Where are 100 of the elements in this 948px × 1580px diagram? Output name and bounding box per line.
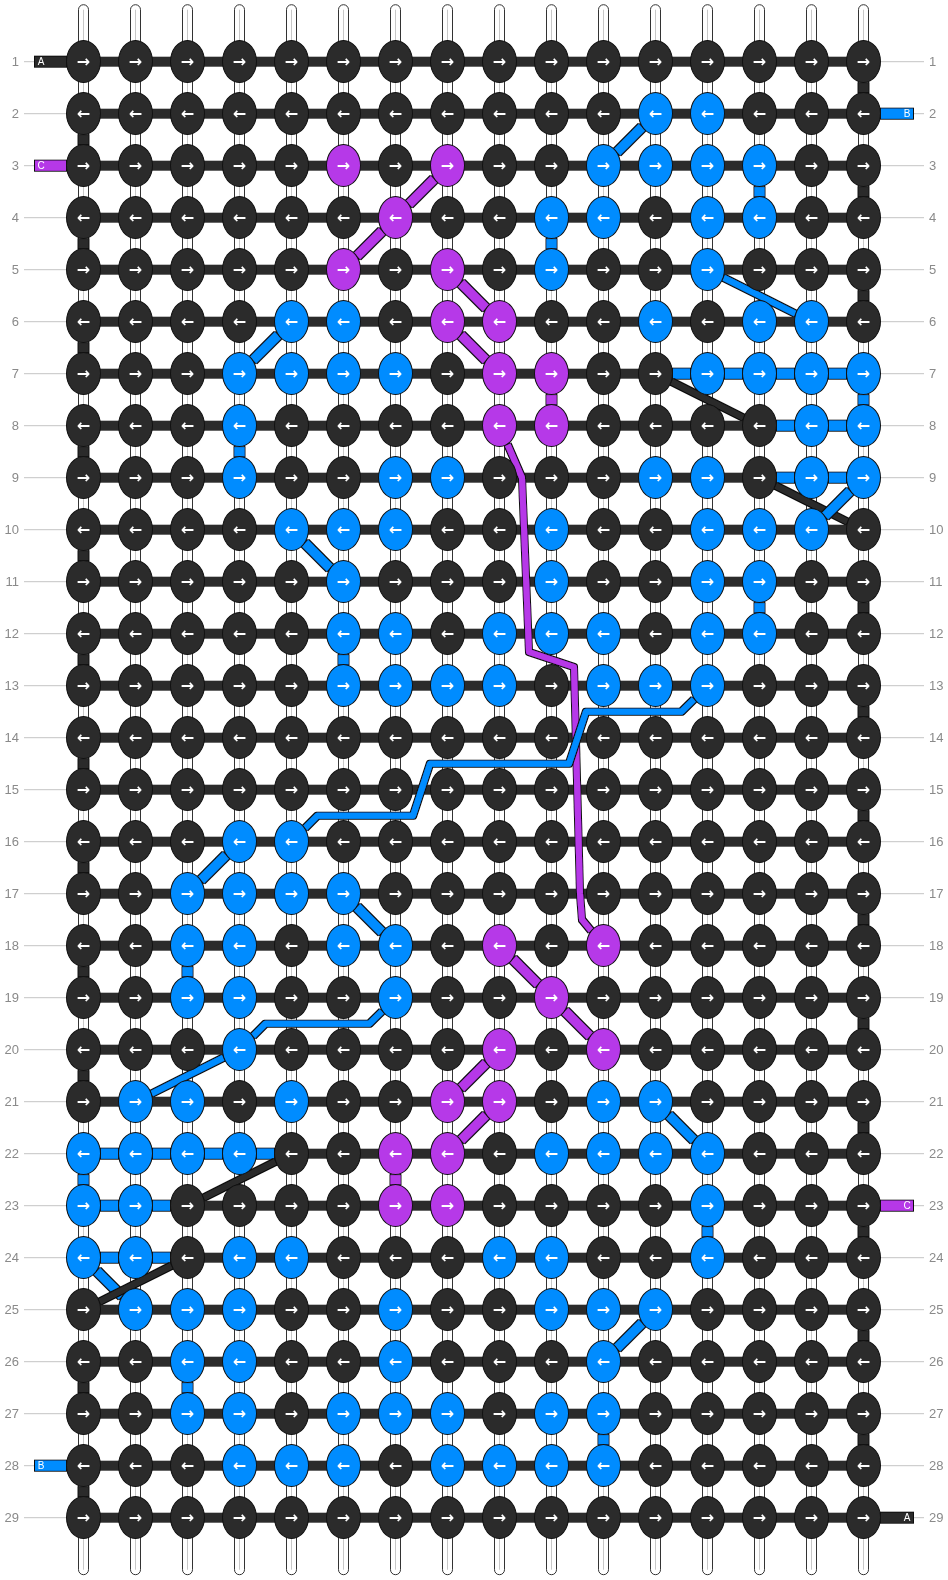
knot-glyph: ← — [128, 1249, 143, 1266]
thread-line — [153, 1252, 170, 1263]
knot-glyph: ← — [648, 521, 663, 538]
knot-glyph: ← — [700, 1041, 715, 1058]
knot-glyph: → — [700, 469, 715, 486]
thread-line — [182, 967, 193, 977]
knot-glyph: ← — [648, 729, 663, 746]
knot-glyph: → — [596, 1093, 611, 1110]
knot-glyph: ← — [596, 1249, 611, 1266]
knot-glyph: → — [544, 1301, 559, 1318]
row-number: 26 — [929, 1354, 944, 1368]
knot-glyph: → — [544, 989, 559, 1006]
knot-glyph: ← — [804, 417, 819, 434]
knot-glyph: → — [492, 989, 507, 1006]
row-number: 26 — [4, 1354, 19, 1368]
knot-glyph: ← — [388, 1145, 403, 1162]
knot-glyph: ← — [596, 417, 611, 434]
thread-line — [829, 472, 846, 483]
knot-glyph: ← — [128, 1041, 143, 1058]
row-number: 15 — [4, 782, 19, 796]
knot-glyph: → — [336, 365, 351, 382]
thread-line — [78, 655, 89, 665]
knot-glyph: ← — [544, 1353, 559, 1370]
knot-glyph: ← — [284, 1457, 299, 1474]
thread-line — [858, 1019, 869, 1029]
knot-glyph: → — [232, 157, 247, 174]
knot-glyph: ← — [440, 105, 455, 122]
thread-line — [35, 160, 66, 171]
knot-glyph: ← — [492, 625, 507, 642]
knot-glyph: ← — [180, 1145, 195, 1162]
knot-glyph: ← — [336, 937, 351, 954]
row-number: 1 — [929, 54, 937, 68]
knot-glyph: → — [336, 1405, 351, 1422]
knot-glyph: ← — [232, 417, 247, 434]
row-number: 25 — [4, 1302, 19, 1316]
knot-glyph: → — [336, 157, 351, 174]
thread-line — [150, 1055, 225, 1097]
thread-line — [35, 1460, 66, 1471]
knot-glyph: ← — [700, 937, 715, 954]
knot-glyph: ← — [856, 417, 871, 434]
knot-glyph: → — [596, 573, 611, 590]
row-number: 7 — [11, 366, 19, 380]
thread-line — [670, 379, 745, 421]
knot-glyph: → — [128, 573, 143, 590]
knot-glyph: → — [752, 1093, 767, 1110]
knot-glyph: → — [440, 989, 455, 1006]
knot-glyph: ← — [596, 1041, 611, 1058]
knot-glyph: ← — [804, 521, 819, 538]
knot-glyph: → — [128, 365, 143, 382]
thread-line — [821, 488, 854, 520]
knot-glyph: → — [388, 1301, 403, 1318]
knot-glyph: ← — [492, 833, 507, 850]
knot-glyph: ← — [128, 209, 143, 226]
knot-glyph: → — [648, 1093, 663, 1110]
knot-glyph: ← — [856, 1353, 871, 1370]
knot-glyph: → — [856, 1093, 871, 1110]
thread-line — [78, 967, 89, 977]
knot-glyph: ← — [336, 521, 351, 538]
knot-glyph: ← — [804, 1353, 819, 1370]
thread-line — [338, 655, 349, 665]
knot-glyph: → — [180, 1301, 195, 1318]
knot-glyph: → — [76, 365, 91, 382]
knot-glyph: ← — [700, 417, 715, 434]
knot-glyph: → — [700, 261, 715, 278]
knot-glyph: → — [232, 1405, 247, 1422]
knot-glyph: ← — [700, 625, 715, 642]
knot-glyph: → — [440, 573, 455, 590]
knot-glyph: ← — [76, 1145, 91, 1162]
knot-glyph: → — [388, 1093, 403, 1110]
knot-glyph: ← — [856, 209, 871, 226]
knot-glyph: → — [284, 677, 299, 694]
row-number: 24 — [4, 1250, 19, 1264]
knot-glyph: → — [284, 53, 299, 70]
thread-line — [205, 1148, 222, 1159]
knot-glyph: → — [752, 573, 767, 590]
knot-glyph: → — [544, 365, 559, 382]
knot-glyph: → — [128, 53, 143, 70]
thread-line — [353, 228, 386, 260]
knot-glyph: → — [128, 1197, 143, 1214]
knot-glyph: → — [284, 989, 299, 1006]
knot-glyph: → — [76, 469, 91, 486]
knot-glyph: → — [804, 1093, 819, 1110]
knot-glyph: ← — [648, 1041, 663, 1058]
knot-glyph: → — [596, 677, 611, 694]
knot-glyph: → — [596, 1405, 611, 1422]
knot-glyph: ← — [388, 729, 403, 746]
thread-line — [78, 135, 89, 145]
knot-glyph: → — [596, 885, 611, 902]
knot-glyph: → — [440, 1197, 455, 1214]
knot-glyph: ← — [180, 209, 195, 226]
knot-glyph: → — [76, 989, 91, 1006]
knot-glyph: ← — [752, 105, 767, 122]
knot-glyph: → — [700, 677, 715, 694]
thread-line — [881, 1200, 913, 1211]
knot-glyph: ← — [544, 417, 559, 434]
knot-glyph: ← — [180, 625, 195, 642]
thread-line — [101, 1200, 118, 1211]
knot-glyph: → — [440, 1509, 455, 1526]
knot-glyph: ← — [76, 1353, 91, 1370]
thread-label: C — [37, 160, 45, 171]
